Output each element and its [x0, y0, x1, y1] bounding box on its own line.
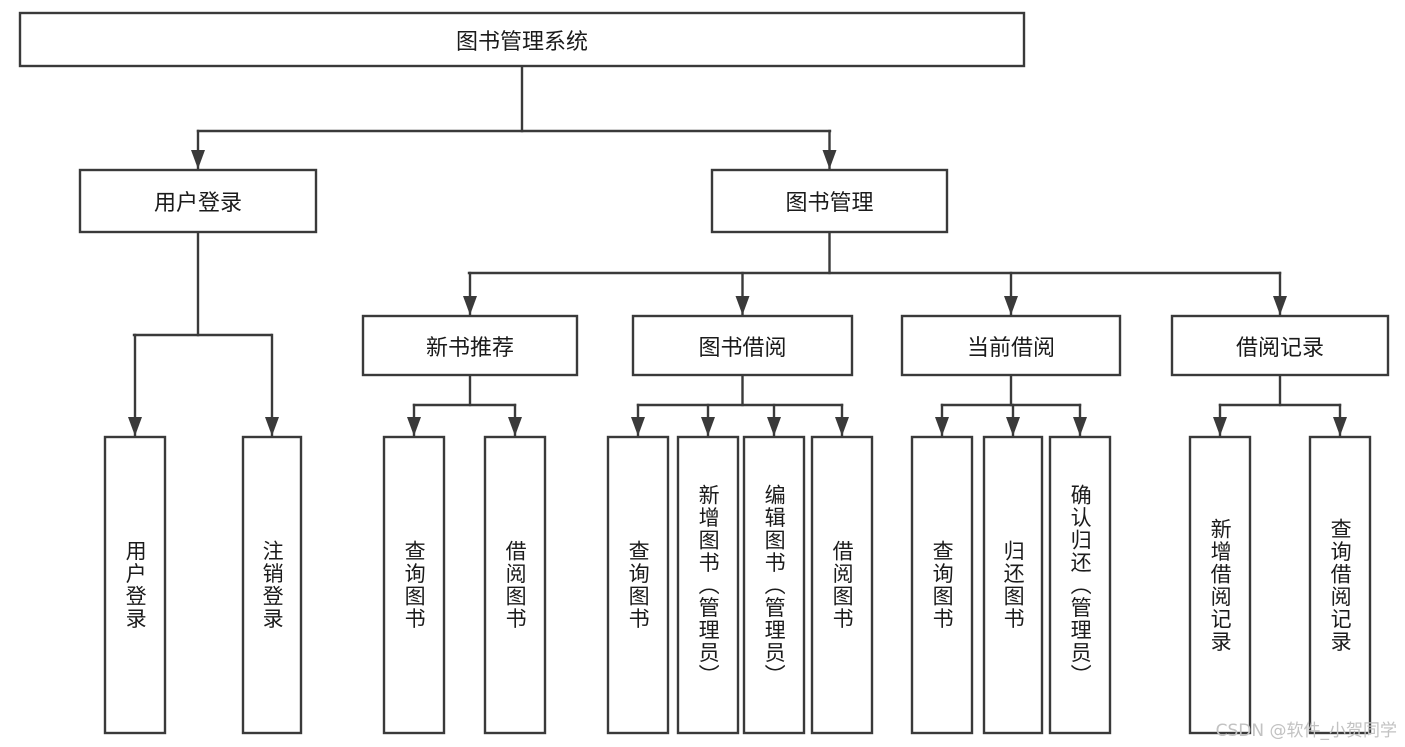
- arrowhead-l3_record: [1273, 296, 1287, 315]
- node-box-leaf_cb_confirm[interactable]: [1048, 435, 1112, 735]
- node-box-leaf_bb_borrow[interactable]: [810, 435, 874, 735]
- node-box-leaf_user_login[interactable]: [103, 435, 167, 735]
- node-box-leaf_bb_query[interactable]: [606, 435, 670, 735]
- arrowhead-leaf_nb_borrow: [508, 417, 522, 436]
- arrowhead-leaf_nb_query: [407, 417, 421, 436]
- boxes-layer: [18, 11, 1390, 735]
- arrowhead-leaf_rec_add: [1213, 417, 1227, 436]
- arrowhead-leaf_cb_confirm: [1073, 417, 1087, 436]
- arrowhead-leaf_bb_edit: [767, 417, 781, 436]
- node-box-l2_book_mgmt[interactable]: [710, 168, 949, 234]
- node-box-leaf_rec_query[interactable]: [1308, 435, 1372, 735]
- arrowhead-leaf_bb_query: [631, 417, 645, 436]
- arrowhead-l3_current: [1004, 296, 1018, 315]
- node-box-leaf_bb_edit[interactable]: [742, 435, 806, 735]
- node-box-leaf_bb_add[interactable]: [676, 435, 740, 735]
- arrowhead-l3_new_book: [463, 296, 477, 315]
- arrowhead-leaf_user_login: [128, 417, 142, 436]
- arrowhead-leaf_cb_query: [935, 417, 949, 436]
- arrowhead-leaf_logout: [265, 417, 279, 436]
- node-box-leaf_logout[interactable]: [241, 435, 303, 735]
- arrowhead-l2_user_login: [191, 150, 205, 169]
- arrowhead-leaf_cb_return: [1006, 417, 1020, 436]
- arrowhead-leaf_bb_borrow: [835, 417, 849, 436]
- node-box-root[interactable]: [18, 11, 1026, 68]
- arrowhead-leaf_bb_add: [701, 417, 715, 436]
- csdn-watermark: CSDN @软件_小贺同学: [1215, 721, 1397, 741]
- node-box-l3_current[interactable]: [900, 314, 1122, 377]
- arrowhead-leaf_rec_query: [1333, 417, 1347, 436]
- node-box-leaf_nb_borrow[interactable]: [483, 435, 547, 735]
- arrowhead-l2_book_mgmt: [822, 150, 837, 169]
- node-box-l3_record[interactable]: [1170, 314, 1390, 377]
- arrowhead-l3_borrow: [735, 296, 750, 315]
- node-box-leaf_cb_return[interactable]: [982, 435, 1044, 735]
- node-box-leaf_cb_query[interactable]: [910, 435, 974, 735]
- node-box-l2_user_login[interactable]: [78, 168, 318, 234]
- node-box-l3_new_book[interactable]: [361, 314, 579, 377]
- node-box-l3_borrow[interactable]: [631, 314, 854, 377]
- node-box-leaf_nb_query[interactable]: [382, 435, 446, 735]
- edges-layer: [128, 64, 1347, 437]
- node-box-leaf_rec_add[interactable]: [1188, 435, 1252, 735]
